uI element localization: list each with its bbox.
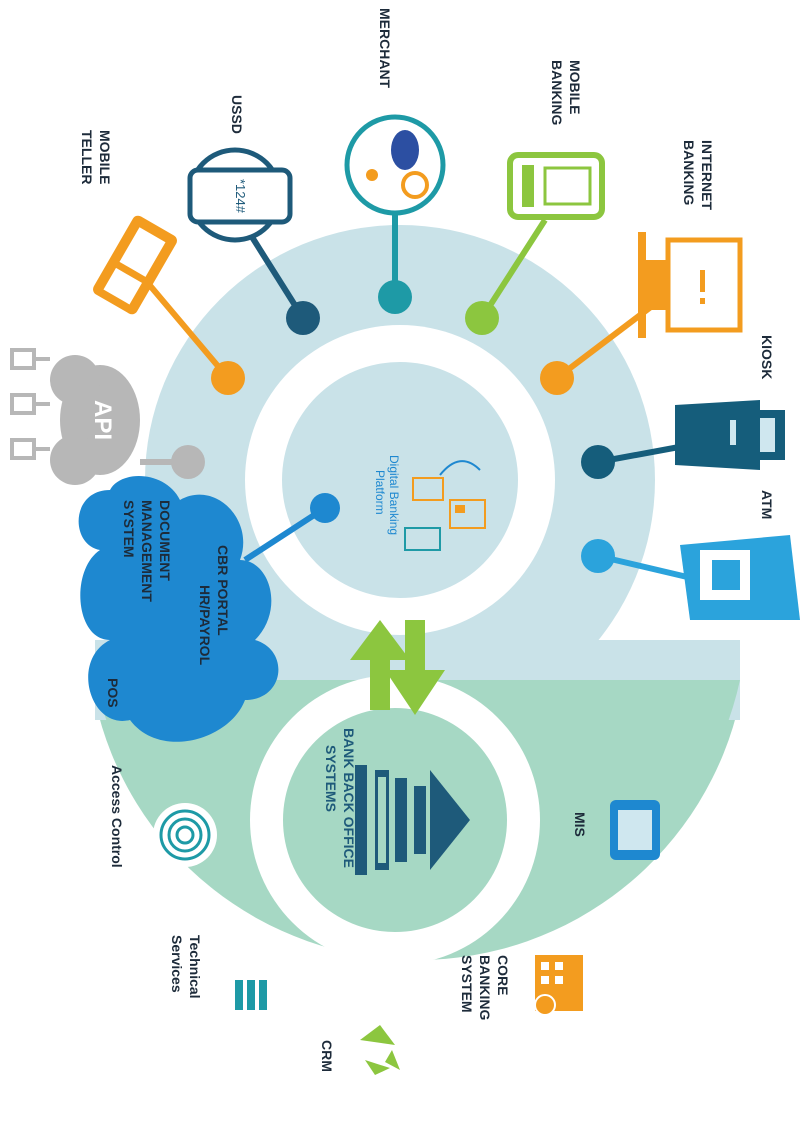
merchant-icon (344, 114, 446, 216)
atm-dot (581, 539, 615, 573)
cloud-label-5: SYSTEM (121, 500, 137, 558)
ussd-code: *124# (233, 179, 248, 214)
mobile-banking-dot (465, 301, 499, 335)
monitor-icon (638, 232, 743, 338)
core-banking-label-1: CORE (495, 955, 511, 995)
exchange-arrows (350, 620, 445, 715)
ussd-label: USSD (229, 95, 245, 134)
labels: MERCHANT MOBILE BANKING USSD MOBILE TELL… (79, 8, 775, 1072)
kiosk-icon (675, 400, 785, 470)
core-banking-icon (534, 955, 583, 1016)
internet-banking-label-1: INTERNET (699, 140, 715, 210)
platform-label-1: Digital Banking (387, 455, 401, 535)
down-arrow-icon (385, 620, 445, 715)
atm-label: ATM (759, 490, 775, 519)
platform-devices-icon (404, 460, 486, 551)
server-rack-icon (230, 975, 280, 1015)
cloud-label-1: CBR PORTAL (215, 545, 231, 636)
technical-services-label-1: Technical (187, 935, 203, 999)
cloud-label-4: MANAGEMENT (139, 500, 155, 602)
systems-cloud (78, 476, 279, 742)
cloud-label-6: POS (105, 678, 121, 708)
platform-core (282, 362, 518, 598)
kiosk-dot (581, 445, 615, 479)
api-label: API (89, 400, 116, 440)
internet-banking-label-2: BANKING (681, 140, 697, 205)
mobile-teller-label-2: TELLER (79, 130, 95, 184)
kiosk-label: KIOSK (759, 335, 775, 379)
cloud-label-2: HR/PAYROL (197, 585, 213, 666)
crm-recycle-icon (340, 1012, 416, 1088)
mobile-banking-label-1: MOBILE (567, 60, 583, 114)
back-office-label-1: BANK BACK OFFICE (341, 728, 357, 868)
cloud-label-3: DOCUMENT (157, 500, 173, 581)
bank-building-icon (355, 765, 470, 875)
cloud-dot (310, 493, 340, 523)
back-office-label-2: SYSTEMS (323, 745, 339, 812)
crm-label: CRM (319, 1040, 335, 1072)
mobile-teller-icon (93, 215, 177, 315)
core-banking-label-3: SYSTEM (459, 955, 475, 1013)
api-cloud-icon: API (10, 348, 140, 485)
mis-label: MIS (572, 812, 588, 837)
ussd-dot (286, 301, 320, 335)
merchant-label: MERCHANT (377, 8, 393, 89)
ussd-phone-icon: *124# (187, 147, 293, 243)
mis-card-icon (610, 800, 660, 860)
merchant-dot (378, 280, 412, 314)
core-banking-label-2: BANKING (477, 955, 493, 1020)
connectors (117, 208, 701, 583)
fingerprint-icon (153, 803, 217, 867)
mobile-teller-label-1: MOBILE (97, 130, 113, 184)
mobile-phone-icon (507, 152, 605, 220)
mobile-teller-dot (211, 361, 245, 395)
api-dot (171, 445, 205, 479)
access-control-label: Access Control (109, 765, 125, 868)
platform-label-2: Platform (373, 470, 387, 515)
up-arrow-icon (350, 620, 410, 710)
internet-banking-dot (540, 361, 574, 395)
technical-services-label-2: Services (169, 935, 185, 993)
atm-icon (680, 535, 800, 620)
mobile-banking-label-2: BANKING (549, 60, 565, 125)
